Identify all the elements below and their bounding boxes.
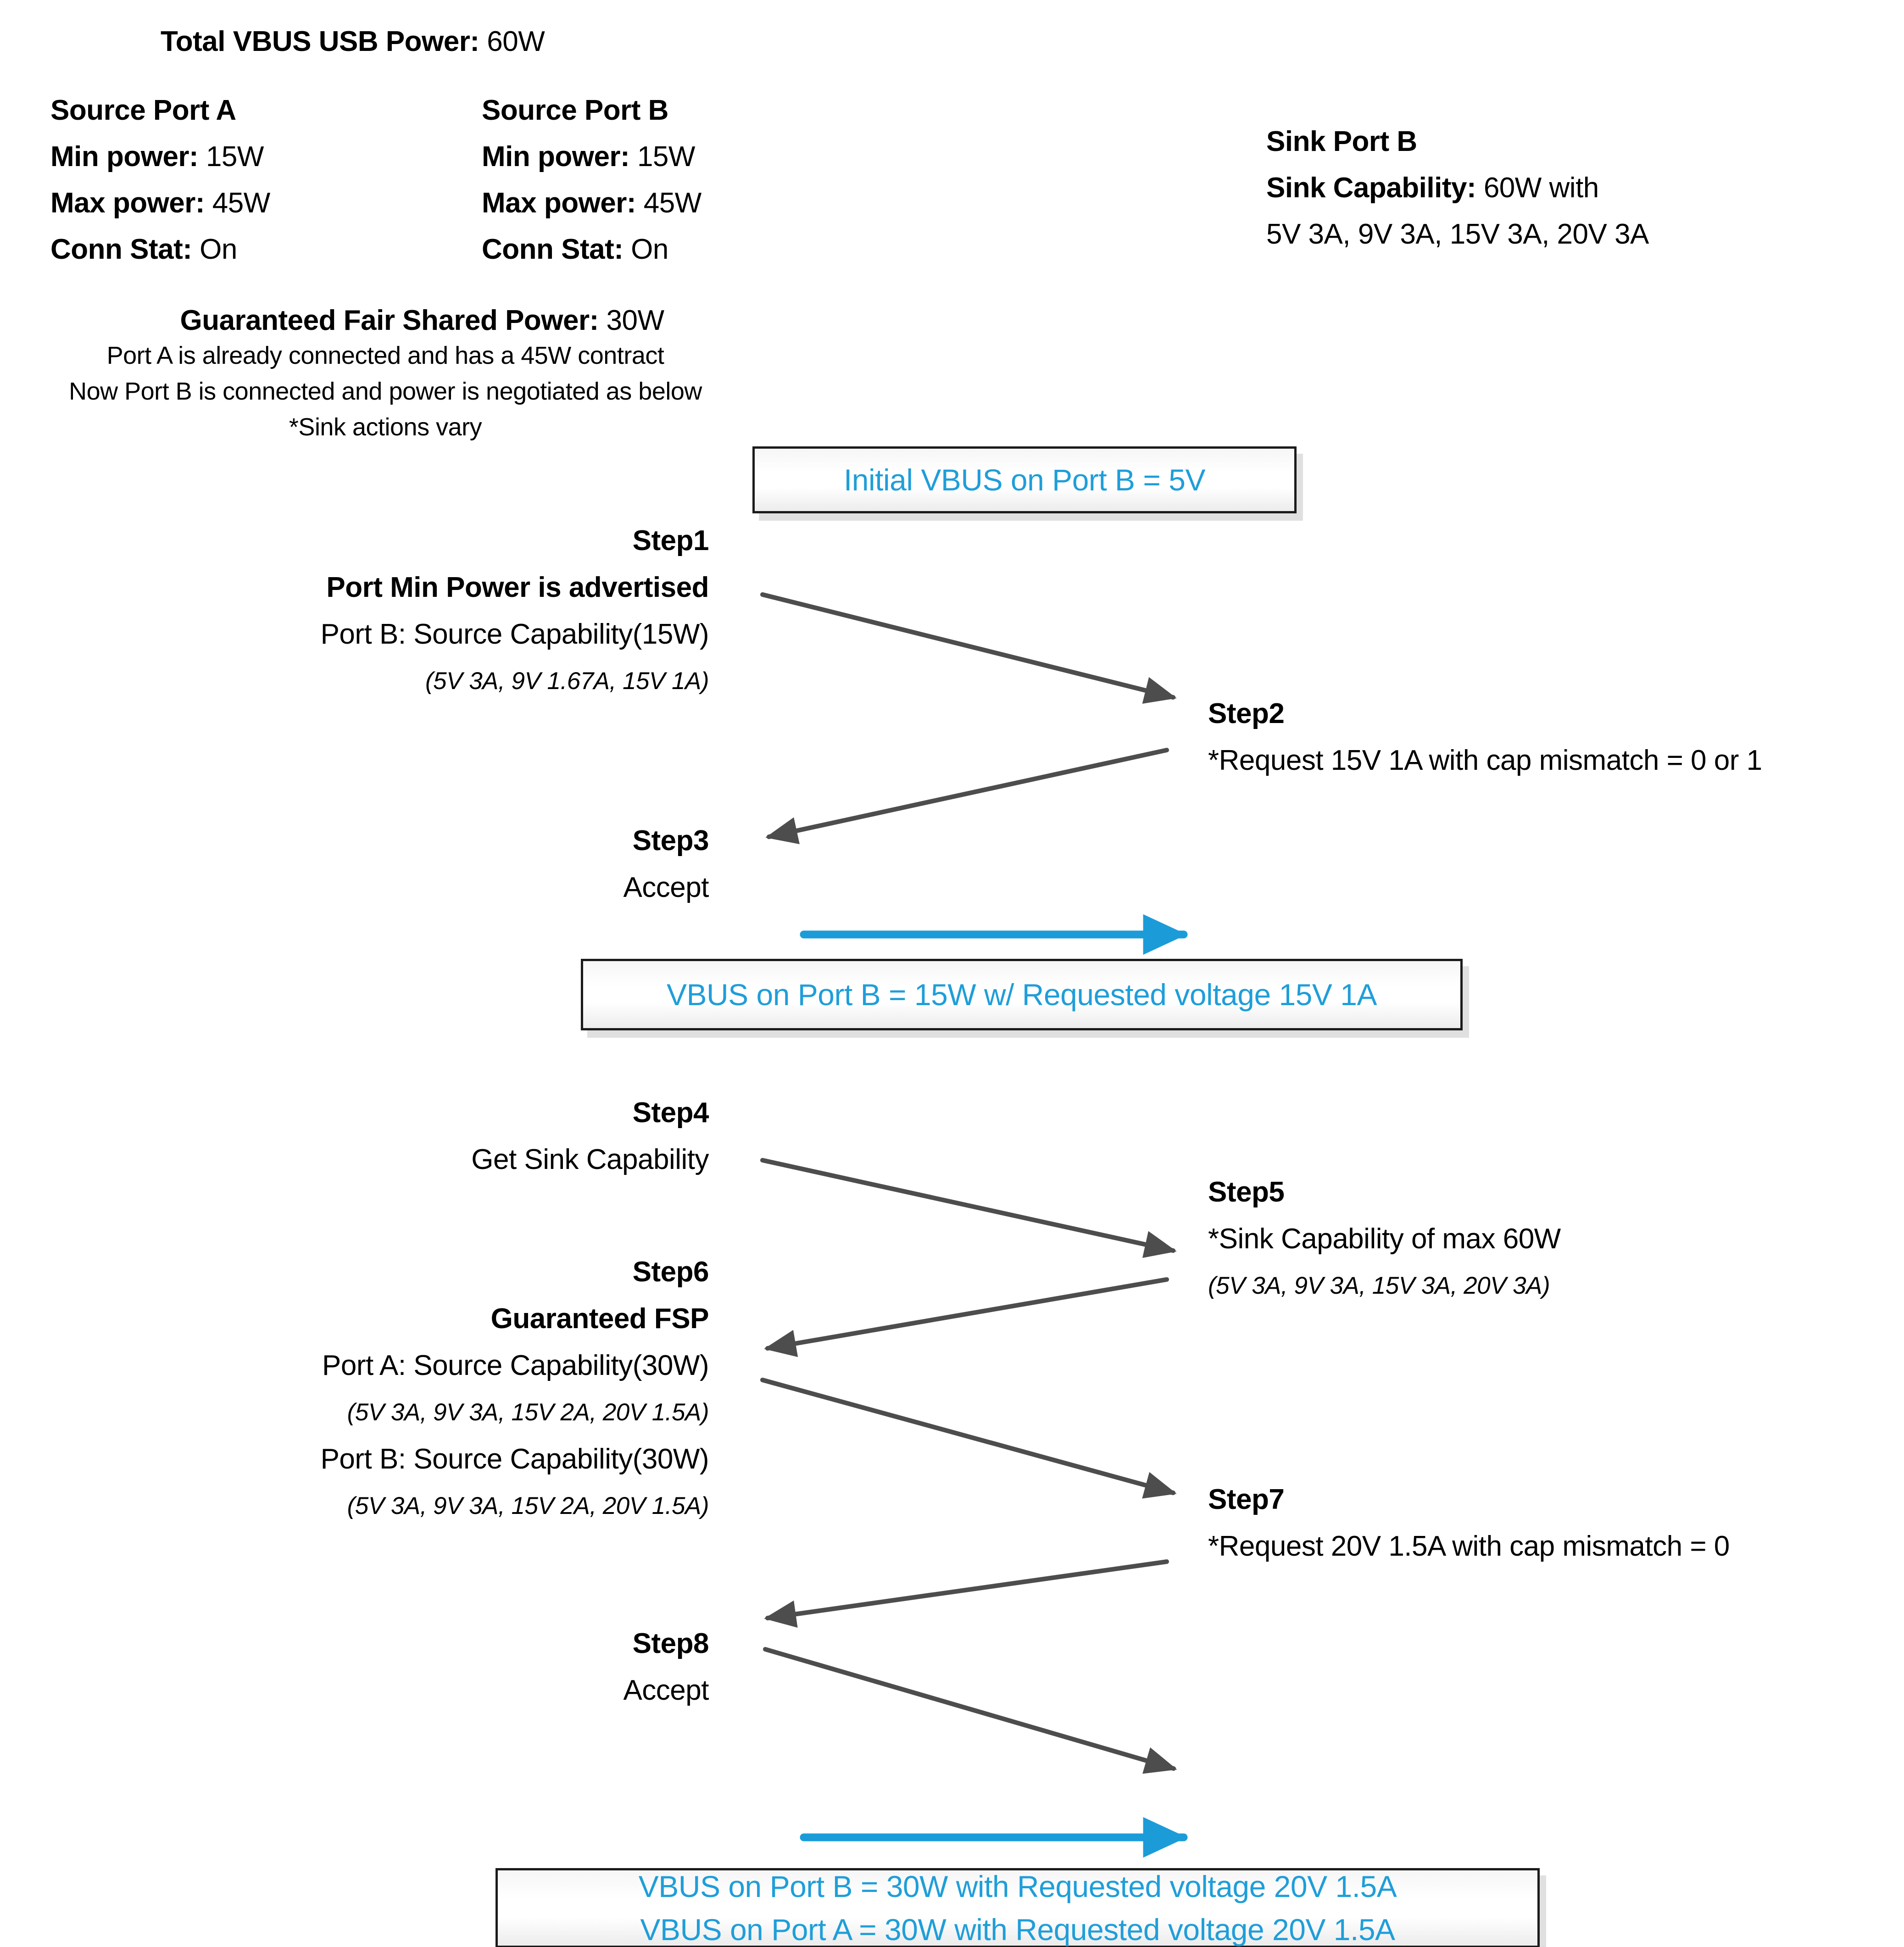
step2-line-1: *Request 15V 1A with cap mismatch = 0 or…: [1208, 745, 1762, 776]
conn-stat-label: Conn Stat:: [50, 234, 192, 265]
vbus-30w-line-1: VBUS on Port B = 30W with Requested volt…: [638, 1869, 1397, 1903]
source-port-a-min-power: Min power: 15W: [50, 134, 270, 180]
min-power-value: 15W: [206, 141, 264, 172]
step6-title: Step6: [632, 1256, 709, 1288]
min-power-label: Min power:: [50, 141, 199, 172]
step6-line-4: Port B: Source Capability(30W): [320, 1443, 709, 1475]
step8-title: Step8: [632, 1628, 709, 1659]
page-title-label: Total VBUS USB Power:: [161, 26, 479, 57]
step2-title: Step2: [1208, 698, 1285, 729]
step3-line-1: Accept: [623, 872, 709, 903]
step2-block: Step2 *Request 15V 1A with cap mismatch …: [1208, 690, 1762, 784]
fair-share-heading: Guaranteed Fair Shared Power: 30W: [92, 297, 752, 344]
step1-line-3: (5V 3A, 9V 1.67A, 15V 1A): [425, 668, 709, 695]
max-power-value: 45W: [643, 187, 701, 219]
max-power-label: Max power:: [50, 187, 205, 219]
source-port-b-panel: Source Port B Min power: 15W Max power: …: [482, 87, 701, 273]
step4-line-1: Get Sink Capability: [471, 1144, 709, 1175]
source-port-b-conn-stat: Conn Stat: On: [482, 226, 701, 273]
sink-capability-detail: 5V 3A, 9V 3A, 15V 3A, 20V 3A: [1266, 218, 1649, 250]
conn-stat-value: On: [200, 234, 237, 265]
page-title: Total VBUS USB Power: 60W: [161, 18, 545, 65]
source-port-b-title: Source Port B: [482, 95, 668, 126]
fair-share-note-2: Now Port B is connected and power is neg…: [69, 378, 702, 405]
page-title-value: 60W: [487, 26, 545, 57]
source-port-b-min-power: Min power: 15W: [482, 134, 701, 180]
vbus-30w-banner: VBUS on Port B = 30W with Requested volt…: [495, 1868, 1540, 1947]
step6-block: Step6 Guaranteed FSP Port A: Source Capa…: [321, 1249, 709, 1530]
arrow-step2-to-step3: [765, 748, 1169, 845]
min-power-value: 15W: [637, 141, 695, 172]
fair-share-note-1: Port A is already connected and has a 45…: [106, 342, 664, 369]
vbus-15w-banner: VBUS on Port B = 15W w/ Requested voltag…: [581, 959, 1463, 1030]
initial-vbus-banner: Initial VBUS on Port B = 5V: [752, 446, 1297, 513]
fair-share-label: Guaranteed Fair Shared Power:: [180, 305, 599, 336]
step7-title: Step7: [1208, 1484, 1285, 1515]
arrow-step1-to-step2: [760, 592, 1177, 704]
min-power-label: Min power:: [482, 141, 630, 172]
source-port-a-title: Source Port A: [50, 95, 236, 126]
initial-vbus-text: Initial VBUS on Port B = 5V: [843, 463, 1206, 497]
step6-line-1: Guaranteed FSP: [490, 1303, 709, 1335]
sink-port-b-panel: Sink Port B Sink Capability: 60W with 5V…: [1266, 118, 1649, 257]
max-power-value: 45W: [212, 187, 270, 219]
source-port-b-max-power: Max power: 45W: [482, 180, 701, 226]
conn-stat-label: Conn Stat:: [482, 234, 624, 265]
step4-title: Step4: [632, 1097, 709, 1129]
vbus-30w-line-2: VBUS on Port A = 30W with Requested volt…: [640, 1913, 1395, 1947]
arrow-step8-down: [763, 1647, 1177, 1774]
fair-share-value: 30W: [606, 305, 664, 336]
step4-block: Step4 Get Sink Capability: [471, 1090, 709, 1183]
step5-line-1: *Sink Capability of max 60W: [1208, 1223, 1561, 1255]
arrow-step5-to-step6: [764, 1277, 1169, 1357]
step8-block: Step8 Accept: [623, 1620, 709, 1714]
step5-block: Step5 *Sink Capability of max 60W (5V 3A…: [1208, 1169, 1561, 1309]
fair-share-note-3: *Sink actions vary: [289, 413, 482, 441]
source-port-a-max-power: Max power: 45W: [50, 180, 270, 226]
step1-line-2: Port B: Source Capability(15W): [320, 618, 709, 650]
arrow-step6-to-step7: [760, 1378, 1177, 1499]
step3-block: Step3 Accept: [623, 818, 709, 911]
source-port-a-conn-stat: Conn Stat: On: [50, 226, 270, 273]
vbus-15w-text: VBUS on Port B = 15W w/ Requested voltag…: [666, 978, 1377, 1012]
step5-title: Step5: [1208, 1176, 1285, 1208]
step7-line-1: *Request 20V 1.5A with cap mismatch = 0: [1208, 1530, 1730, 1562]
max-power-label: Max power:: [482, 187, 636, 219]
conn-stat-value: On: [631, 234, 668, 265]
sink-capability-line: Sink Capability: 60W with: [1266, 165, 1649, 211]
step1-line-1: Port Min Power is advertised: [326, 572, 709, 603]
step6-line-2: Port A: Source Capability(30W): [322, 1350, 709, 1381]
step7-block: Step7 *Request 20V 1.5A with cap mismatc…: [1208, 1476, 1730, 1570]
step1-title: Step1: [632, 525, 709, 556]
sink-port-b-title: Sink Port B: [1266, 126, 1417, 157]
step5-line-2: (5V 3A, 9V 3A, 15V 3A, 20V 3A): [1208, 1272, 1550, 1299]
step6-line-5: (5V 3A, 9V 3A, 15V 2A, 20V 1.5A): [347, 1492, 709, 1519]
arrow-step7-to-step8: [764, 1559, 1169, 1628]
step1-block: Step1 Port Min Power is advertised Port …: [321, 517, 709, 705]
arrow-step4-to-step5: [760, 1158, 1177, 1258]
source-port-a-panel: Source Port A Min power: 15W Max power: …: [50, 87, 270, 273]
fair-share-notes: Port A is already connected and has a 45…: [9, 338, 762, 445]
step3-title: Step3: [632, 825, 709, 857]
sink-capability-value: 60W with: [1483, 172, 1599, 204]
sink-capability-label: Sink Capability:: [1266, 172, 1476, 204]
step8-line-1: Accept: [623, 1674, 709, 1706]
step6-line-3: (5V 3A, 9V 3A, 15V 2A, 20V 1.5A): [347, 1399, 709, 1426]
